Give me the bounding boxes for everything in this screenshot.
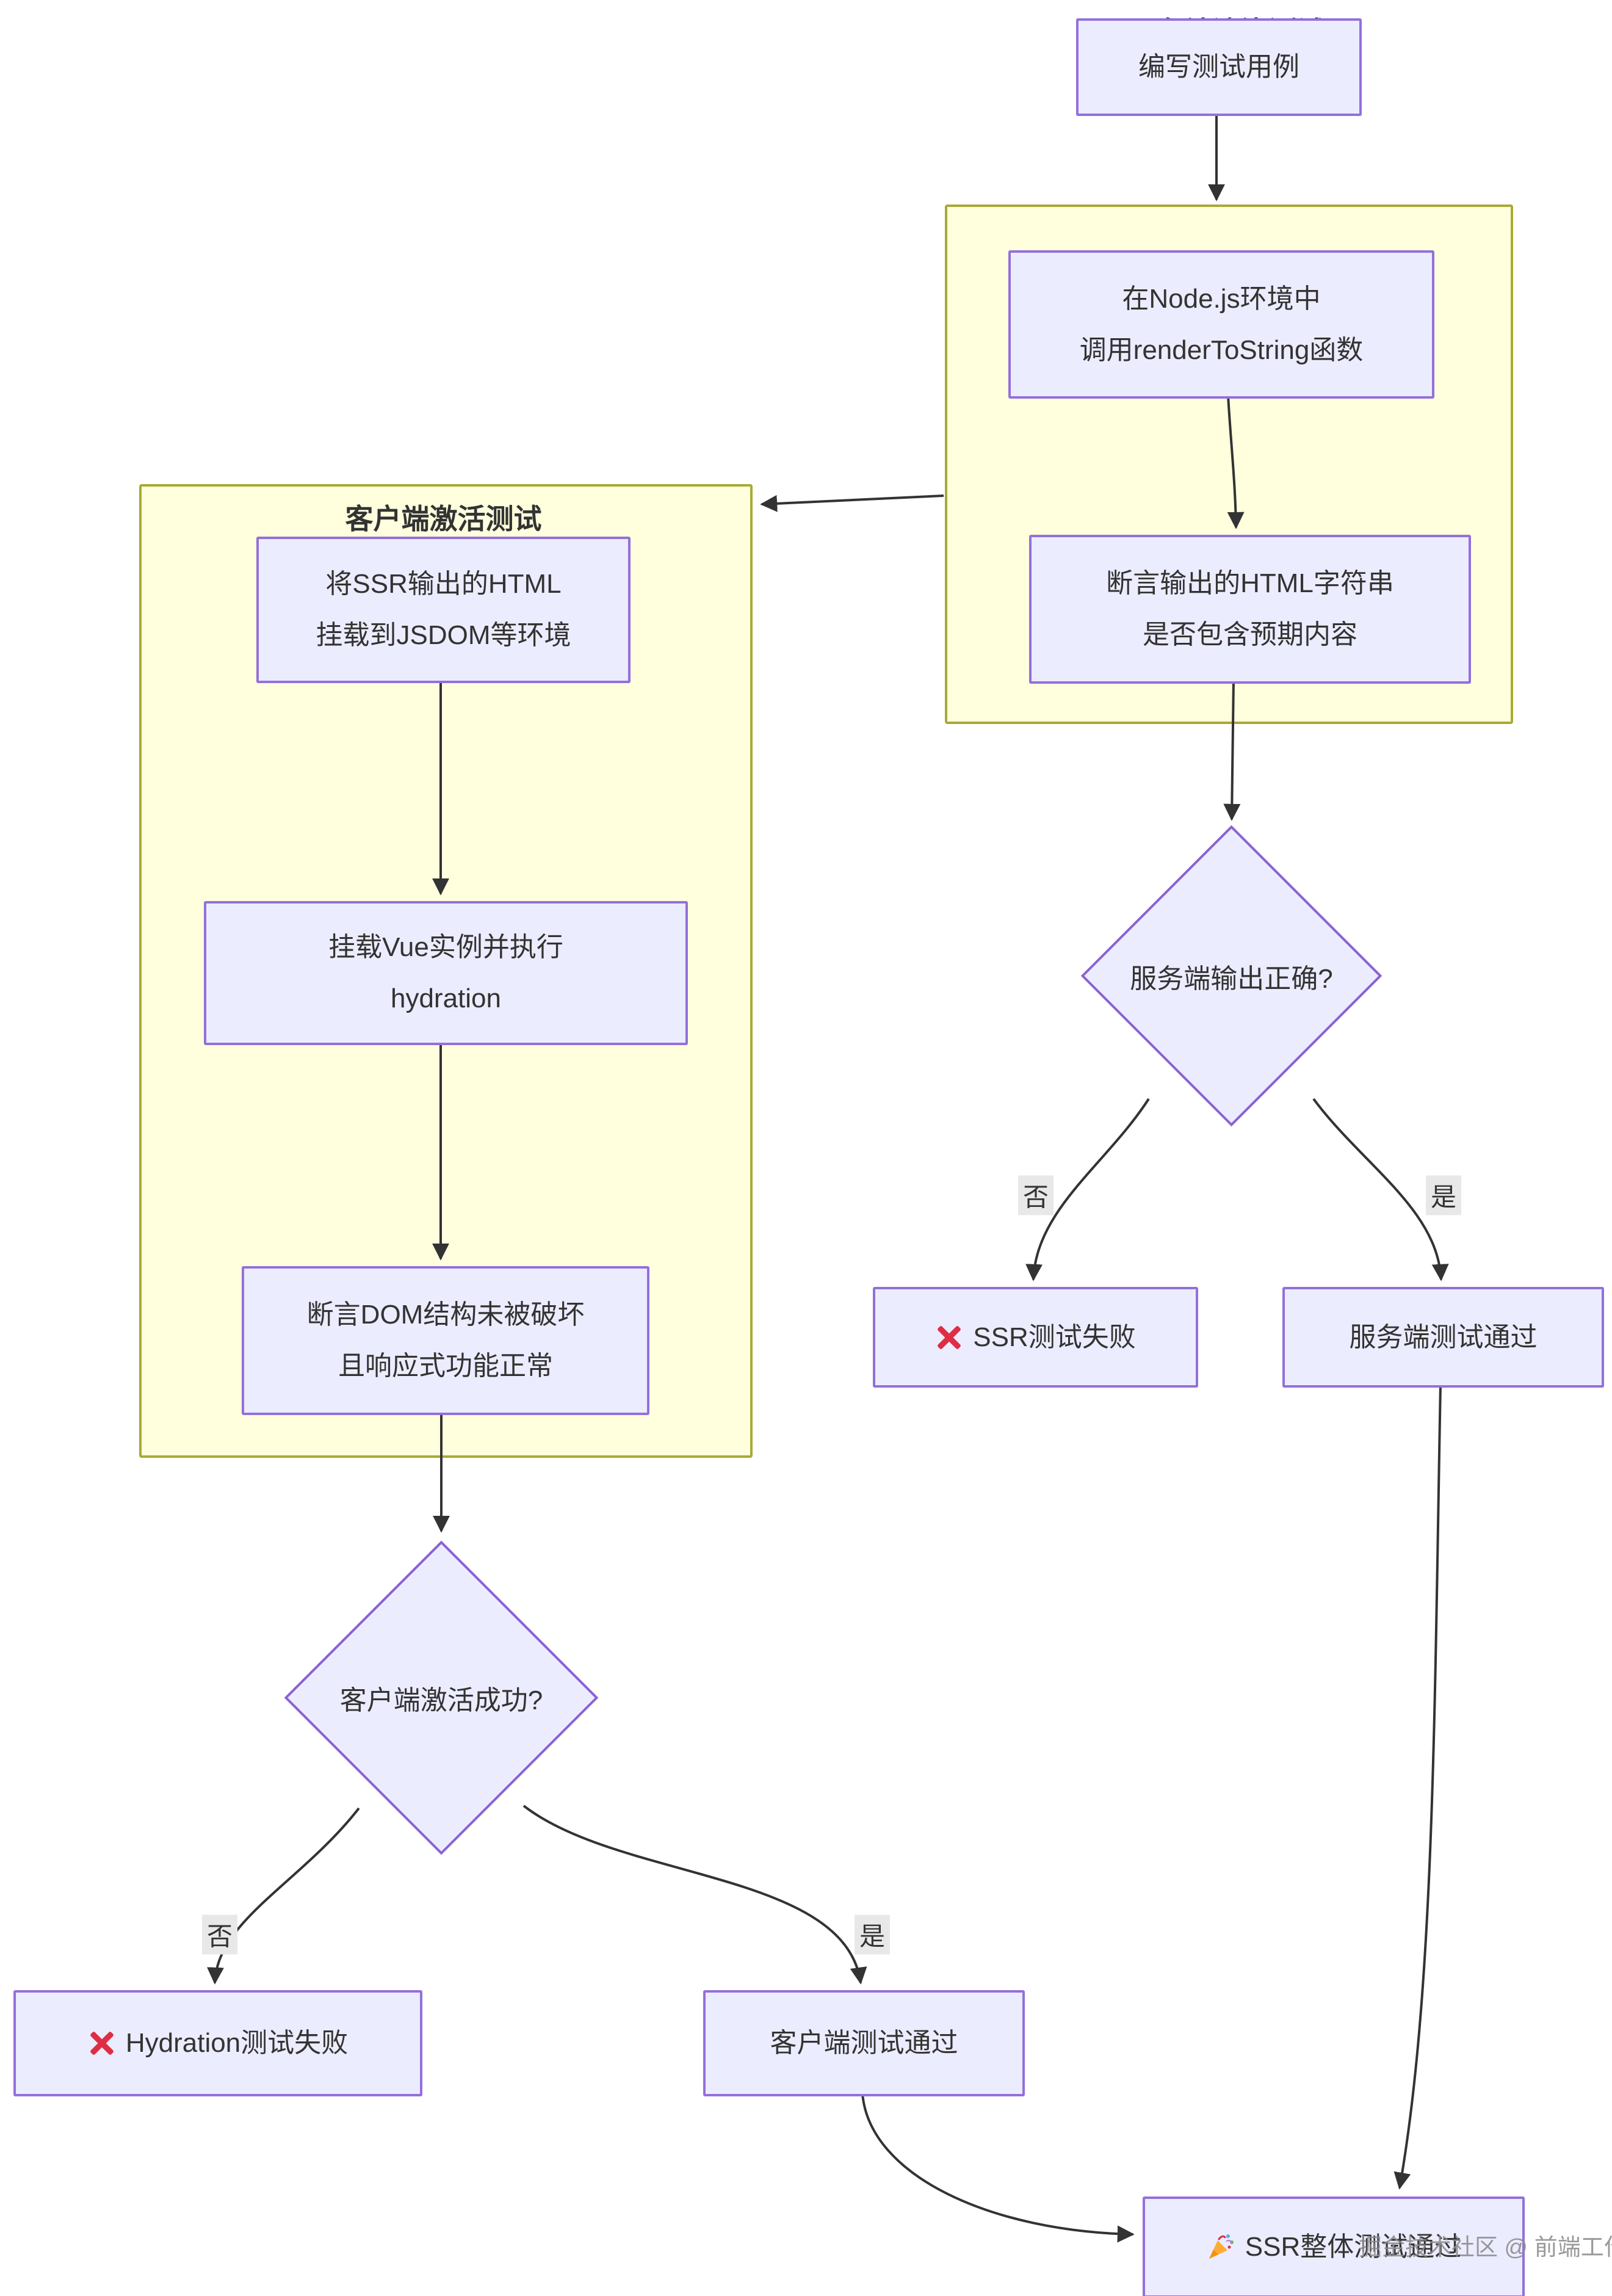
node-client-pass: 客户端测试通过 (703, 1990, 1025, 2096)
subgraph-client-activation-test-title: 客户端激活测试 (345, 503, 542, 535)
edge-client-pass-to-overall-pass (861, 2093, 1135, 2243)
node-mount-jsdom: 将SSR输出的HTML 挂载到JSDOM等环境 (256, 537, 631, 683)
node-hydrate: 挂载Vue实例并执行 hydration (204, 901, 688, 1045)
edge-decision-server-no-to-ssr-fail (1025, 1098, 1150, 1281)
node-server-pass: 服务端测试通过 (1282, 1287, 1604, 1388)
node-write-test-label: 编写测试用例 (1138, 52, 1299, 82)
node-assert-html-label: 断言输出的HTML字符串 是否包含预期内容 (1106, 568, 1394, 650)
edge-label-client-no: 否 (201, 1914, 238, 1955)
node-ssr-fail: SSR测试失败 (873, 1287, 1198, 1388)
node-overall-pass: SSR整体测试通过 (1143, 2196, 1525, 2296)
decision-client-activation-label: 客户端激活成功? (339, 1686, 543, 1715)
edge-decision-client-no-to-hydration-fail (207, 1807, 360, 1985)
edge-decision-server-yes-to-server-pass (1312, 1098, 1449, 1281)
edge-render-call-to-assert-html (1227, 395, 1245, 529)
edge-server-pass-to-overall-pass (1393, 1385, 1442, 2190)
decision-client-activation: 客户端激活成功? (284, 1540, 599, 1855)
edge-label-server-no: 否 (1017, 1175, 1054, 1215)
edge-server-subgraph-to-client-subgraph (760, 494, 944, 512)
node-mount-jsdom-label: 将SSR输出的HTML 挂载到JSDOM等环境 (316, 569, 571, 650)
node-render-call-label: 在Node.js环境中 调用renderToString函数 (1079, 283, 1364, 365)
edge-assert-html-to-decision-server (1223, 679, 1241, 821)
decision-server-output: 服务端输出正确? (1080, 825, 1382, 1127)
node-hydration-fail: Hydration测试失败 (13, 1990, 422, 2096)
node-render-call: 在Node.js环境中 调用renderToString函数 (1008, 250, 1434, 399)
watermark: 掘金技术社区 @ 前端工作日常 (1359, 2235, 1612, 2261)
edge-label-client-yes: 是 (854, 1914, 891, 1955)
node-client-pass-label: 客户端测试通过 (770, 2028, 958, 2059)
node-server-pass-label: 服务端测试通过 (1349, 1322, 1538, 1352)
party-popper-icon (1206, 2233, 1235, 2262)
node-hydration-fail-label: Hydration测试失败 (125, 2028, 349, 2059)
node-ssr-fail-label: SSR测试失败 (973, 1322, 1136, 1352)
cross-mark-icon (88, 2029, 116, 2057)
decision-server-output-label: 服务端输出正确? (1130, 963, 1333, 994)
node-assert-html: 断言输出的HTML字符串 是否包含预期内容 (1029, 535, 1471, 684)
node-write-test: 编写测试用例 (1076, 18, 1362, 116)
edge-decision-client-yes-to-client-pass (522, 1805, 867, 1985)
node-hydrate-label: 挂载Vue实例并执行 hydration (328, 932, 563, 1013)
node-overall-pass-label: SSR整体测试通过 (1245, 2232, 1462, 2262)
cross-mark-icon (935, 1324, 963, 1352)
node-assert-dom-label: 断言DOM结构未被破坏 且响应式功能正常 (306, 1300, 585, 1381)
node-assert-dom: 断言DOM结构未被破坏 且响应式功能正常 (242, 1266, 649, 1415)
edge-label-server-yes: 是 (1425, 1175, 1462, 1215)
